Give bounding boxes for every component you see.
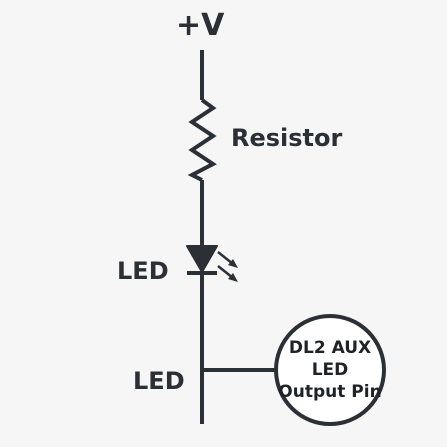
led-diode-icon [186, 245, 218, 275]
supply-label: +V [176, 8, 225, 43]
output-pin-line3: Output Pin [278, 382, 381, 402]
output-pin-circle [274, 314, 386, 426]
led-label: LED [117, 257, 169, 285]
output-pin-line2: LED [312, 360, 349, 380]
resistor-zigzag-icon [187, 98, 217, 182]
output-pin-line1: DL2 AUX [289, 338, 371, 358]
resistor-label: Resistor [231, 124, 343, 152]
junction-label: LED [133, 367, 185, 395]
light-arrows-icon [217, 251, 238, 282]
